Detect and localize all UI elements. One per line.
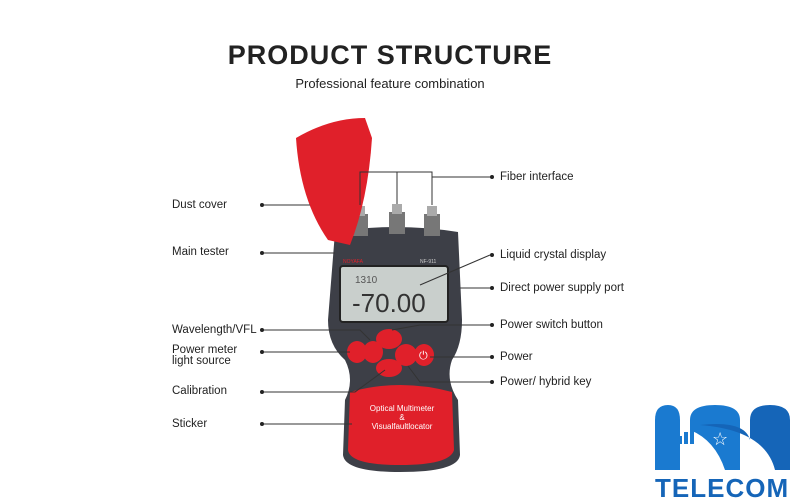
hn-telecom-logo: ☆: [655, 405, 790, 470]
sticker-text: Optical Multimeter & Visualfaultlocator: [369, 404, 435, 431]
label-direct-power-port: Direct power supply port: [500, 282, 624, 294]
label-sticker: Sticker: [172, 418, 208, 430]
label-power-switch-button: Power switch button: [500, 319, 603, 331]
star-icon: ☆: [712, 429, 728, 449]
page-title: PRODUCT STRUCTURE: [227, 40, 553, 70]
label-power-hybrid-key: Power/ hybrid key: [500, 376, 592, 388]
dust-cover: [296, 118, 372, 245]
label-lcd: Liquid crystal display: [500, 249, 607, 261]
power-meter-button[interactable]: [347, 341, 367, 363]
label-fiber-interface: Fiber interface: [500, 171, 574, 183]
label-wavelength-vfl: Wavelength/VFL: [172, 324, 257, 336]
power-button[interactable]: [414, 344, 434, 366]
model: NF-911: [420, 259, 437, 265]
power-icon: ⏻: [419, 350, 428, 362]
logo-text: TELECOM: [655, 473, 790, 503]
page-subtitle: Professional feature combination: [295, 76, 485, 91]
light-source-button[interactable]: [363, 341, 383, 363]
calibration-button[interactable]: [376, 359, 402, 377]
screen-main-reading: -70.00: [352, 288, 426, 318]
fiber-connectors: [352, 204, 440, 236]
sticker-panel: [348, 385, 454, 465]
lcd-screen: [339, 265, 449, 323]
label-main-tester: Main tester: [172, 246, 229, 258]
brand: NOYAFA: [343, 259, 364, 265]
label-dust-cover: Dust cover: [172, 199, 227, 211]
label-calibration: Calibration: [172, 385, 227, 397]
wavelength-vfl-button[interactable]: [376, 329, 402, 349]
label-power: Power: [500, 351, 533, 363]
label-power-meter-light-source: Power meter light source: [172, 344, 238, 367]
hybrid-key-button[interactable]: [395, 344, 417, 366]
screen-top-reading: 1310: [355, 275, 378, 286]
